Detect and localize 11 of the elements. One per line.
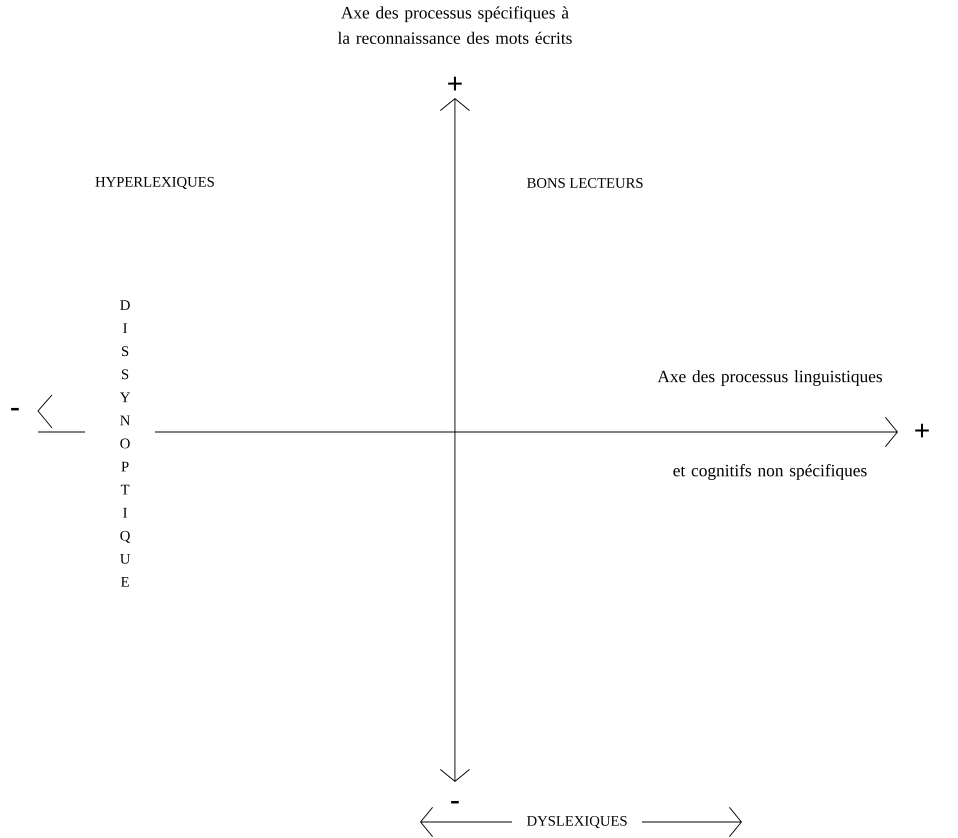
minus-sign: - xyxy=(11,408,19,410)
quadrant-label: DYSLEXIQUES xyxy=(526,816,627,828)
minus-sign: - xyxy=(451,800,459,804)
axis-title: et cognitifs non spécifiques xyxy=(673,464,867,480)
vertical-label: DISSYNOPTIQUE xyxy=(120,300,130,587)
plus-sign: + xyxy=(915,424,929,438)
quadrant-label: HYPERLEXIQUES xyxy=(95,176,214,189)
axis-title: Axe des processus spécifiques à la reconnaissance des mots écrits xyxy=(338,6,572,44)
plus-sign: + xyxy=(448,76,462,90)
axis-title: Axe des processus linguistiques xyxy=(658,370,882,386)
quadrant-label: BONS LECTEURS xyxy=(527,178,643,188)
